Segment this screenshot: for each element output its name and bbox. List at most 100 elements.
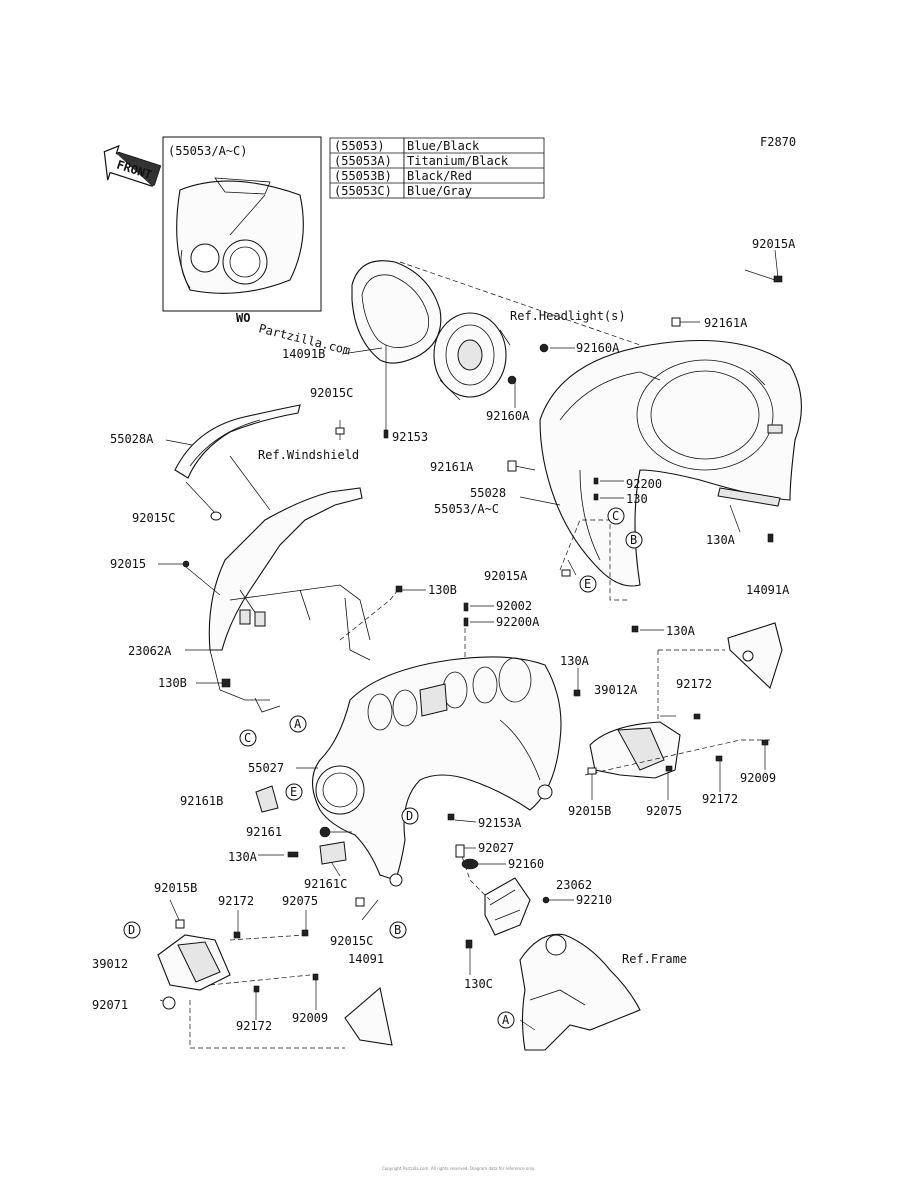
part-number: 14091A [746,583,790,597]
part-number: 92015 [110,557,146,571]
part-number: 92071 [92,998,128,1012]
washer-icon [162,996,176,1010]
screw-icon [312,973,319,981]
screw-icon [593,477,599,485]
screw-icon [233,931,241,939]
clip-icon [587,767,597,775]
svg-text:E: E [290,785,297,799]
color-table: (55053) Blue/Black (55053A) Titanium/Bla… [329,137,545,199]
part-number: 92009 [740,771,776,785]
screw-icon [221,678,231,688]
color-code: (55053) [334,139,385,153]
screw-icon [631,625,639,633]
washer-icon [461,858,479,870]
callout-d: D [401,807,419,825]
part-number: 92015C [330,934,373,948]
leader-lines [158,249,779,1031]
callout-b: B [625,531,643,549]
bracket-23062 [484,877,531,936]
ref-frame-label: Ref.Frame [622,952,687,966]
callout-c: C [239,729,257,747]
clip-icon [561,569,571,577]
screw-icon [463,602,469,612]
color-code: (55053C) [334,184,392,198]
color-name: Titanium/Black [407,154,509,168]
svg-text:E: E [584,577,591,591]
svg-text:D: D [128,923,135,937]
part-number: 130A [666,624,696,638]
part-number: 92002 [496,599,532,613]
part-number: 130B [428,583,457,597]
part-number: 55027 [248,761,284,775]
nut-icon [539,343,549,353]
screw-icon [301,929,309,937]
grommet-icon [455,844,465,858]
watermark-prefix: WO [236,311,250,325]
part-number-labels: 92015A 92161A 92160A 14091B 92160A 92015… [92,237,796,1033]
part-number: 55053/A~C [434,502,499,516]
part-number: 55028A [110,432,154,446]
part-number: 92009 [292,1011,328,1025]
part-number: 130 [626,492,648,506]
part-number: 92172 [676,677,712,691]
part-number: 92160 [508,857,544,871]
svg-text:A: A [294,717,302,731]
part-number: 130A [706,533,736,547]
callout-c: C [607,507,625,525]
inset-panel: (55053/A~C) [162,136,322,312]
part-number: 92172 [702,792,738,806]
part-number: 92161A [430,460,474,474]
part-number: 92015B [568,804,611,818]
nut-icon [507,375,517,385]
part-number: 130A [560,654,590,668]
svg-text:B: B [394,923,401,937]
inset-title: (55053/A~C) [168,144,247,158]
part-number: 55028 [470,486,506,500]
inner-fairing-55027 [311,656,562,887]
headlight-trim-ring-14091B [351,260,442,364]
part-number: 92200 [626,477,662,491]
part-number: 92172 [236,1019,272,1033]
clip-icon [355,897,365,907]
screw-icon [463,617,469,627]
grommet-icon [671,317,681,327]
part-number: 92200A [496,615,540,629]
screw-icon [383,429,389,439]
part-number: 92161A [704,316,748,330]
callouts: A A B B C C D D [123,507,643,1029]
headlight-unit [433,312,511,401]
screw-icon [761,739,769,746]
part-number: 23062A [128,644,172,658]
pad-icon [255,785,279,813]
part-number: 92015A [752,237,796,251]
cover-14091 [344,986,393,1046]
callout-b: B [389,921,407,939]
color-name: Blue/Black [407,139,480,153]
part-number: 92027 [478,841,514,855]
diagram-id: F2870 [760,135,796,149]
bolt-icon [773,275,783,283]
callout-d: D [123,921,141,939]
screw-icon [593,493,599,501]
color-code: (55053B) [334,169,392,183]
part-number: 92153A [478,816,522,830]
part-number: 14091B [282,347,325,361]
part-number: 92161B [180,794,223,808]
part-number: 92075 [646,804,682,818]
svg-text:C: C [612,509,619,523]
part-number: 92172 [218,894,254,908]
color-name: Blue/Gray [407,184,472,198]
frame-reference [519,933,641,1051]
screw-icon [573,689,581,697]
callout-e: E [285,783,303,801]
inset-fairing-illustration [176,177,304,294]
part-number: 130C [464,977,493,991]
copyright-footer: Copyright Partzilla.com. All rights rese… [381,1166,536,1171]
nut-icon [542,896,550,904]
callout-a: A [497,1011,515,1029]
leader-headlight-ref [399,261,641,346]
ref-windshield-label: Ref.Windshield [258,448,359,462]
grommet-icon [507,460,517,472]
screw-icon [665,765,673,772]
